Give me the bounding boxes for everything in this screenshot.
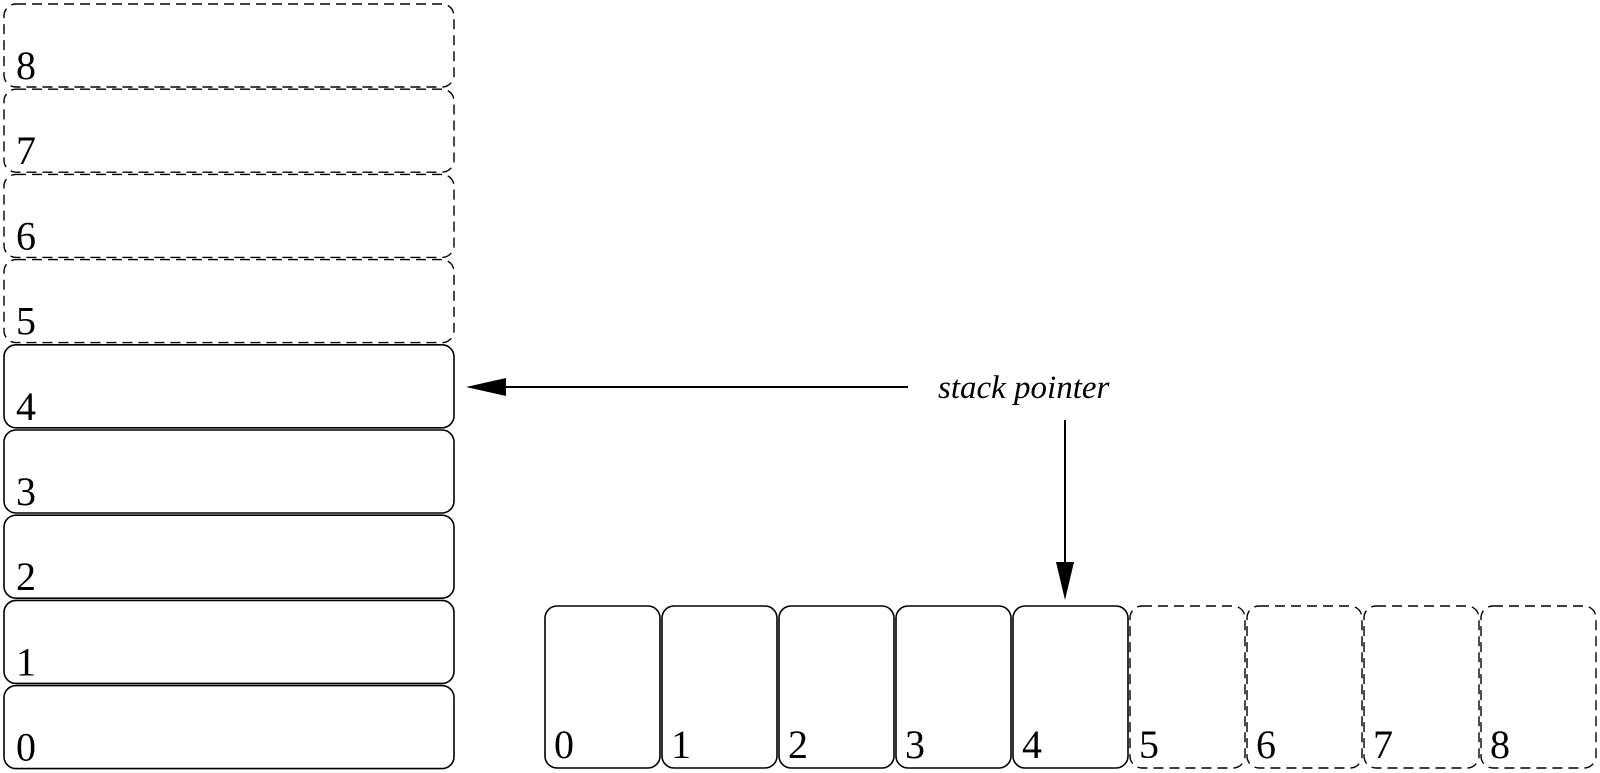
horizontal-stack-cell-4: [1012, 605, 1129, 769]
vertical-stack-cell-2: [3, 514, 455, 600]
horizontal-stack-cell-2: [778, 605, 895, 769]
horizontal-stack: 0 1 2 3 4 5 6 7 8: [544, 605, 1597, 769]
pointer-arrowhead-down: [1056, 562, 1074, 600]
vertical-stack-cell-8: [3, 3, 455, 88]
pointer-arrowhead-left: [466, 378, 506, 396]
horizontal-stack-cell-label: 6: [1256, 722, 1276, 767]
vertical-stack-cell-label: 0: [16, 725, 36, 770]
horizontal-stack-cell-7: [1363, 605, 1480, 769]
vertical-stack-cell-label: 3: [16, 469, 36, 514]
horizontal-stack-cell-label: 7: [1373, 722, 1393, 767]
vertical-stack-cell-5: [3, 258, 455, 344]
horizontal-stack-cell-label: 5: [1139, 722, 1159, 767]
vertical-stack-cell-label: 7: [16, 128, 36, 173]
horizontal-stack-cell-8: [1480, 605, 1597, 769]
horizontal-stack-cell-label: 2: [788, 722, 808, 767]
horizontal-stack-cell-label: 8: [1490, 722, 1510, 767]
vertical-stack-cell-label: 5: [16, 299, 36, 344]
vertical-stack-cell-label: 6: [16, 213, 36, 258]
horizontal-stack-cell-3: [895, 605, 1012, 769]
vertical-stack-cell-3: [3, 429, 455, 514]
vertical-stack-cell-6: [3, 173, 455, 259]
vertical-stack-cell-label: 1: [16, 639, 36, 684]
vertical-stack-cell-7: [3, 88, 455, 173]
horizontal-stack-cell-1: [661, 605, 778, 769]
vertical-stack-cell-4: [3, 343, 455, 429]
stack-pointer-label: stack pointer: [938, 370, 1110, 406]
vertical-stack-cell-0: [3, 684, 455, 770]
horizontal-stack-cell-label: 0: [554, 722, 574, 767]
vertical-stack: 0 1 2 3 4 5 6 7 8: [3, 3, 455, 770]
vertical-stack-cell-1: [3, 599, 455, 685]
vertical-stack-cell-label: 4: [16, 384, 36, 429]
horizontal-stack-cell-label: 1: [671, 722, 691, 767]
horizontal-stack-cell-6: [1246, 605, 1363, 769]
vertical-stack-cell-label: 2: [16, 554, 36, 599]
horizontal-stack-cell-5: [1129, 605, 1246, 769]
horizontal-stack-cell-0: [544, 605, 661, 769]
horizontal-stack-cell-label: 4: [1022, 722, 1042, 767]
horizontal-stack-cell-label: 3: [905, 722, 925, 767]
vertical-stack-cell-label: 8: [16, 43, 36, 88]
